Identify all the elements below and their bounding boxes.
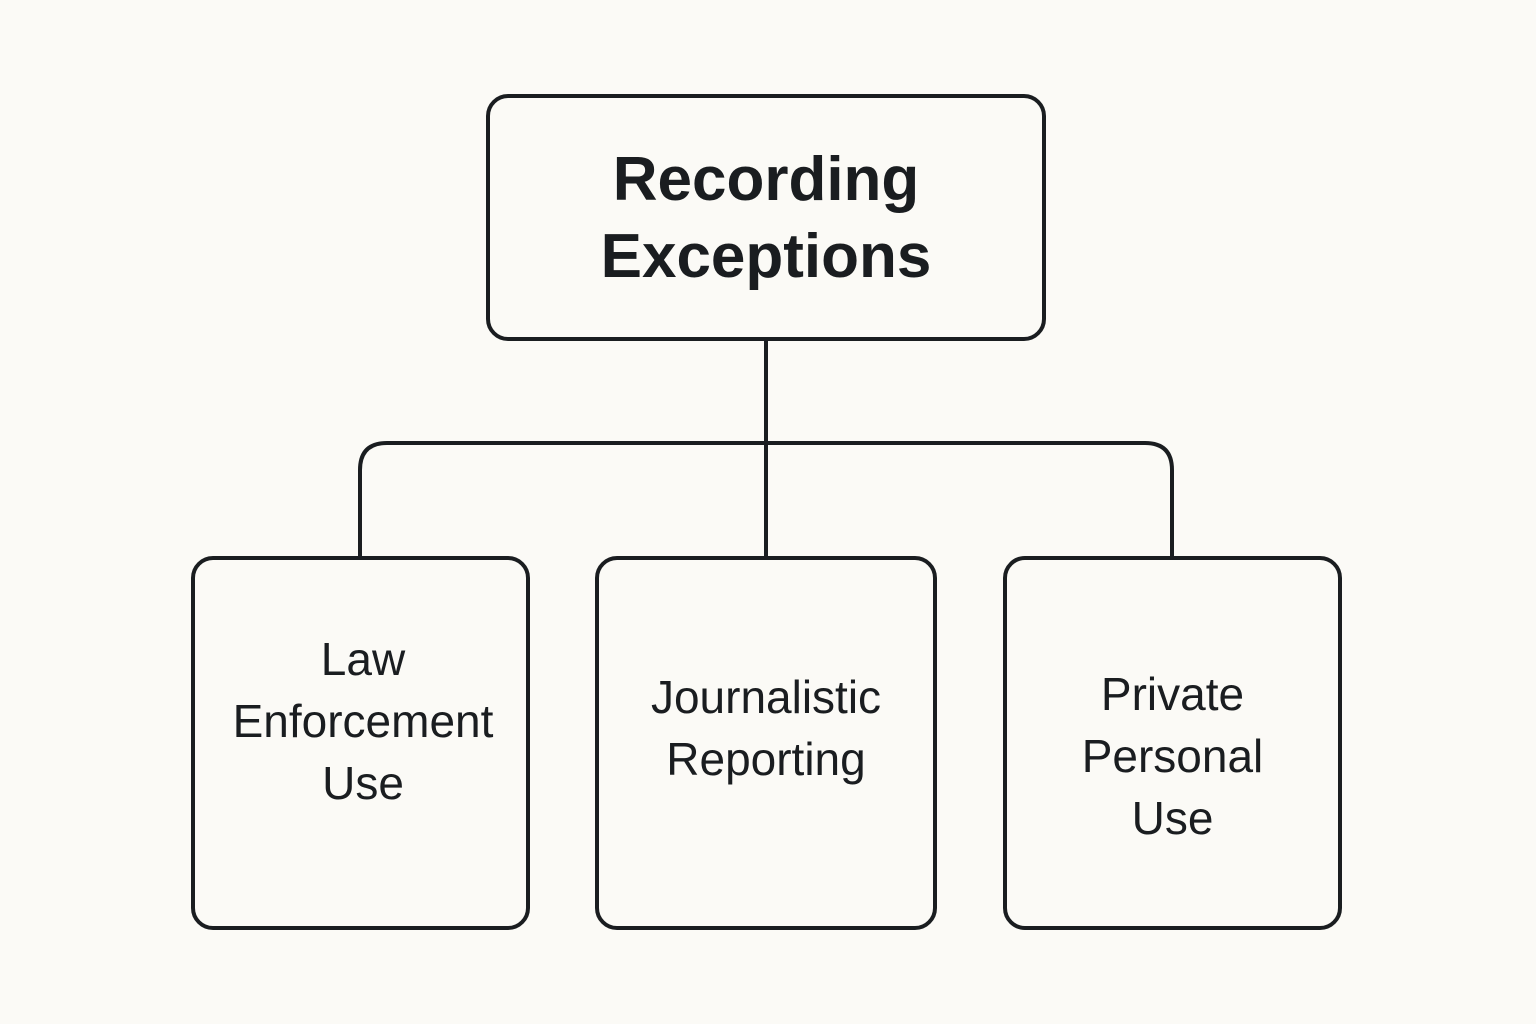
connector-branch (358, 441, 1174, 558)
child-node-box-3 (1003, 556, 1342, 930)
child-label-line: Enforcement (232, 695, 494, 747)
child-node-label-2: Journalistic Reporting (597, 543, 935, 913)
child-label-line: Personal (1081, 730, 1264, 782)
child-label-line: Law (320, 633, 406, 685)
child-node-box-1 (191, 556, 530, 930)
child-label-line: Reporting (666, 733, 866, 785)
child-node-label-1: Law Enforcement Use (193, 536, 533, 906)
child-label-line: Use (322, 757, 404, 809)
child-label-line: Journalistic (650, 671, 882, 723)
root-node-label: Recording Exceptions (488, 96, 1044, 339)
child-node-box-2 (595, 556, 937, 930)
child-node-label-3: Private Personal Use (1005, 571, 1340, 941)
root-label-line: Recording (612, 144, 920, 214)
root-label-line: Exceptions (600, 221, 932, 291)
child-label-line: Private (1100, 668, 1245, 720)
child-label-line: Use (1131, 792, 1214, 844)
